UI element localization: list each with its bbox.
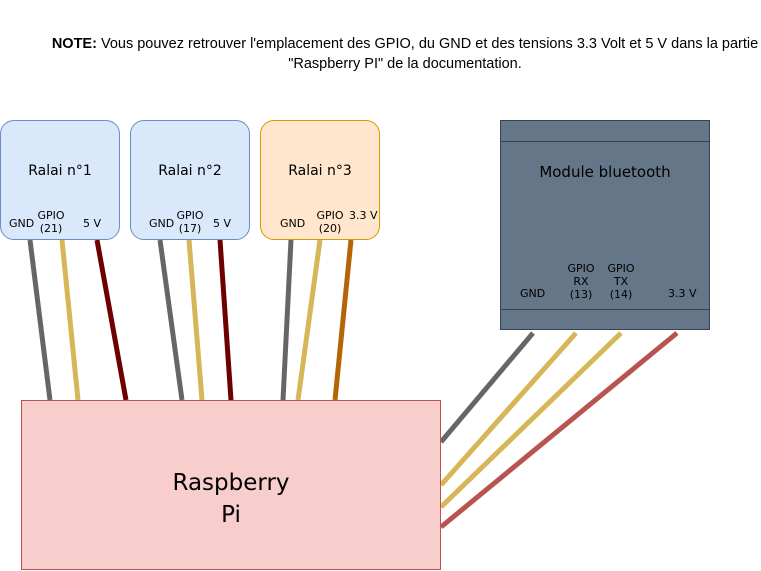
- relay-2-gpio-text: GPIO: [176, 209, 204, 222]
- relay-1-gpio-num: (21): [39, 222, 63, 235]
- wire-relay3-gnd: [280, 239, 294, 401]
- relay-2-gnd-label: GND: [149, 217, 175, 230]
- relay-3-gnd-label: GND: [280, 217, 306, 230]
- relay-2-power-label: 5 V: [213, 217, 232, 230]
- raspberry-pi-title: Raspberry Pi: [22, 467, 440, 531]
- relay-1-title: Ralai n°1: [28, 163, 92, 179]
- relay-1-power-label: 5 V: [83, 217, 102, 230]
- relay-1: Ralai n°1 GND GPIO (21) 5 V: [0, 120, 120, 240]
- relay-2-title: Ralai n°2: [158, 163, 222, 179]
- note-body: Vous pouvez retrouver l'emplacement des …: [96, 36, 759, 72]
- bluetooth-top-divider: [501, 141, 709, 142]
- bluetooth-gnd-label: GND: [520, 287, 546, 300]
- relay-2-gpio-label: GPIO (17): [176, 209, 204, 235]
- wire-bt-gnd: [439, 331, 535, 444]
- relay-2: Ralai n°2 GND GPIO (17) 5 V: [130, 120, 250, 240]
- bluetooth-power-label: 3.3 V: [668, 287, 697, 300]
- wire-relay1-gnd: [27, 239, 53, 401]
- note-label: NOTE:: [51, 36, 97, 52]
- bluetooth-rx-num: (13): [569, 288, 593, 301]
- bluetooth-rx-text: RX: [573, 275, 589, 288]
- bluetooth-tx-text: TX: [613, 275, 629, 288]
- wire-relay1-power: [94, 239, 129, 401]
- wire-relay3-power: [332, 239, 354, 401]
- raspberry-pi-board: Raspberry Pi: [21, 400, 441, 570]
- wire-relay2-gnd: [157, 239, 185, 401]
- bluetooth-rx-label: GPIO RX (13): [565, 262, 597, 301]
- bluetooth-tx-label: GPIO TX (14): [605, 262, 637, 301]
- bluetooth-bottom-divider: [501, 309, 709, 310]
- relay-3-gpio-text: GPIO: [316, 209, 344, 222]
- bluetooth-tx-num: (14): [609, 288, 633, 301]
- relay-1-gpio-text: GPIO: [37, 209, 65, 222]
- wire-bt-power: [439, 331, 679, 529]
- bluetooth-rx-gpio: GPIO: [567, 262, 595, 275]
- wire-relay3-gpio: [295, 239, 323, 401]
- relay-3-power-label: 3.3 V: [349, 209, 378, 222]
- wire-relay2-power: [217, 239, 234, 401]
- bluetooth-module: Module bluetooth GND GPIO RX (13) GPIO T…: [500, 120, 710, 330]
- relay-3: Ralai n°3 GND GPIO (20) 3.3 V: [260, 120, 380, 240]
- wire-bt-tx: [439, 331, 623, 509]
- relay-1-gnd-label: GND: [9, 217, 35, 230]
- relay-3-gpio-num: (20): [318, 222, 342, 235]
- raspberry-pi-line2: Pi: [221, 502, 241, 528]
- relay-2-gpio-num: (17): [178, 222, 202, 235]
- bluetooth-title: Module bluetooth: [539, 163, 671, 181]
- wire-bt-rx: [439, 331, 578, 487]
- note-text: NOTE: Vous pouvez retrouver l'emplacemen…: [40, 34, 761, 74]
- wire-relay2-gpio: [186, 239, 205, 401]
- relay-3-title: Ralai n°3: [288, 163, 352, 179]
- bluetooth-tx-gpio: GPIO: [607, 262, 635, 275]
- raspberry-pi-line1: Raspberry: [172, 470, 290, 496]
- relay-3-gpio-label: GPIO (20): [316, 209, 344, 235]
- relay-1-gpio-label: GPIO (21): [37, 209, 65, 235]
- wire-relay1-gpio: [59, 239, 81, 401]
